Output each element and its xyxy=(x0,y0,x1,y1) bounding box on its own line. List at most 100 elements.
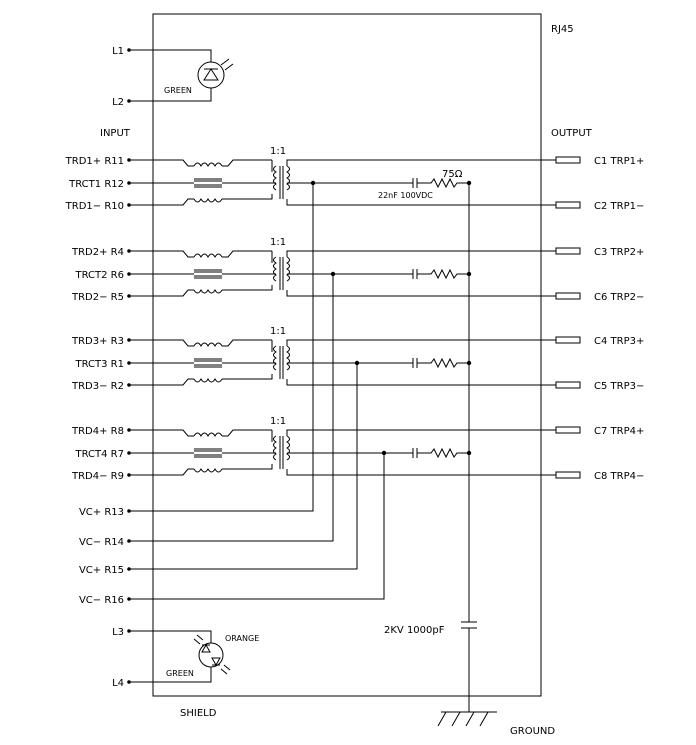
choke-out-minus xyxy=(222,374,273,380)
secondary-output-wires xyxy=(286,339,556,386)
transformer-core xyxy=(279,166,284,199)
choke-out-plus xyxy=(222,339,272,347)
junction-dot xyxy=(466,271,472,277)
rj45-label: RJ45 xyxy=(551,24,574,35)
junction-dot xyxy=(466,180,472,186)
green-led-top-label: GREEN xyxy=(164,86,192,95)
input-pin-label: TRD3− R2 xyxy=(71,381,124,392)
output-terminal xyxy=(555,247,581,255)
transformer-secondary xyxy=(286,345,290,371)
led-pin-dot xyxy=(127,48,131,52)
led-pin-label: L3 xyxy=(112,627,124,638)
output-pin-label: C4 TRP3+ xyxy=(594,336,644,347)
input-pin-label: TRD1− R10 xyxy=(65,201,124,212)
input-wire-plus xyxy=(129,429,194,437)
transformer-secondary xyxy=(286,165,290,191)
vc-pin-dot xyxy=(127,567,131,571)
output-terminal xyxy=(555,292,581,300)
transformer-primary xyxy=(272,165,277,191)
vc-bus-wire xyxy=(129,453,385,600)
ground-label: GROUND xyxy=(510,726,555,737)
choke-out-minus xyxy=(222,464,273,470)
transformer-core xyxy=(279,436,284,469)
choke-out-minus xyxy=(222,194,273,200)
input-pin-label: TRCT2 R6 xyxy=(74,270,124,281)
input-pin-label: TRD2− R5 xyxy=(71,292,124,303)
input-label: INPUT xyxy=(100,128,131,139)
output-terminal xyxy=(555,381,581,389)
input-pin-label: TRCT3 R1 xyxy=(74,359,124,370)
junction-dot xyxy=(466,360,472,366)
transformer-ratio: 1:1 xyxy=(270,326,286,337)
vc-pin-dot xyxy=(127,539,131,543)
input-pin-label: TRD2+ R4 xyxy=(71,247,124,258)
transformer-ratio: 1:1 xyxy=(270,237,286,248)
choke-out-ct xyxy=(222,251,273,275)
input-wire-minus xyxy=(129,468,194,476)
input-wire-minus xyxy=(129,378,194,386)
vc-pin-label: VC− R16 xyxy=(79,595,124,606)
common-mode-choke xyxy=(193,162,223,203)
input-wire-minus xyxy=(129,289,194,297)
secondary-output-wires xyxy=(286,159,556,206)
transformer-ratio: 1:1 xyxy=(270,416,286,427)
transformer-secondary xyxy=(286,435,290,461)
choke-out-plus xyxy=(222,429,272,437)
transformer-core xyxy=(279,346,284,379)
rc-termination xyxy=(357,357,469,369)
resistor-label: 75Ω xyxy=(442,169,463,180)
input-pin-label: TRD4+ R8 xyxy=(71,426,124,437)
input-wire-plus xyxy=(129,159,194,167)
secondary-output-wires xyxy=(286,250,556,297)
vc-pin-dot xyxy=(127,597,131,601)
output-terminal xyxy=(555,426,581,434)
input-pin-label: TRCT4 R7 xyxy=(74,449,124,460)
output-pin-label: C8 TRP4− xyxy=(594,471,644,482)
vc-pin-label: VC+ R13 xyxy=(79,507,124,518)
transformer-primary xyxy=(272,256,277,282)
choke-out-ct xyxy=(222,430,273,454)
output-terminal xyxy=(555,336,581,344)
common-mode-choke xyxy=(193,432,223,473)
green-led-top: GREEN xyxy=(129,49,234,102)
led-pin-label: L2 xyxy=(112,97,124,108)
vc-pin-dot xyxy=(127,509,131,513)
output-terminal xyxy=(555,156,581,164)
transformer-core xyxy=(279,257,284,290)
module-outline xyxy=(152,13,542,697)
vc-bus-wire xyxy=(129,183,314,512)
input-wire-plus xyxy=(129,250,194,258)
input-pin-label: TRD1+ R11 xyxy=(65,156,124,167)
vc-pin-label: VC− R14 xyxy=(79,537,124,548)
input-wire-plus xyxy=(129,339,194,347)
input-wire-minus xyxy=(129,198,194,206)
green-led-bottom-label: GREEN xyxy=(166,669,194,678)
input-pin-label: TRCT1 R12 xyxy=(68,179,124,190)
ground-cap: 2KV 1000pF xyxy=(384,183,477,712)
output-pin-label: C7 TRP4+ xyxy=(594,426,644,437)
common-mode-choke xyxy=(193,253,223,294)
input-pin-label: TRD3+ R3 xyxy=(71,336,124,347)
choke-out-ct xyxy=(222,160,273,184)
transformer-secondary xyxy=(286,256,290,282)
bicolor-led-bottom: ORANGE GREEN xyxy=(129,630,259,683)
vc-bus-wire xyxy=(129,274,334,542)
transformer-primary xyxy=(272,345,277,371)
led-pin-dot xyxy=(127,629,131,633)
cap-top-label: 22nF 100VDC xyxy=(378,191,433,200)
transformer-ratio: 1:1 xyxy=(270,146,286,157)
rc-termination xyxy=(384,447,469,459)
output-pin-label: C2 TRP1− xyxy=(594,201,644,212)
shield-label: SHIELD xyxy=(180,708,217,719)
choke-out-minus xyxy=(222,285,273,291)
ground-cap-label: 2KV 1000pF xyxy=(384,625,445,636)
orange-led-label: ORANGE xyxy=(225,634,259,643)
output-terminal xyxy=(555,201,581,209)
choke-out-plus xyxy=(222,159,272,167)
junction-dot xyxy=(466,450,472,456)
input-pin-label: TRD4− R9 xyxy=(71,471,124,482)
choke-out-plus xyxy=(222,250,272,258)
